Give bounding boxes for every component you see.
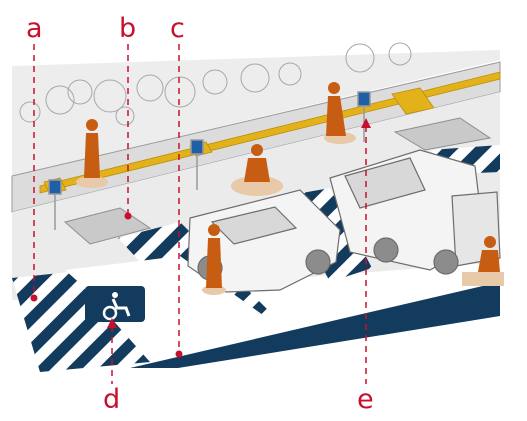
label-a: a [26,13,43,44]
planting-strip [12,42,500,176]
pedestrian-icon [76,82,356,295]
callout-arrowheads [107,118,371,328]
label-b: b [119,13,137,44]
wheelchair-icon [85,286,145,322]
parking-sign-icon [48,91,371,230]
wheelchair-user-icon [231,144,504,286]
label-d: d [103,384,121,415]
accessible-bay [65,256,270,346]
label-c: c [170,13,185,44]
van-icon [329,149,501,275]
curb-edge-band [130,282,500,368]
callout-lines [30,44,367,384]
car-icon [187,189,341,293]
label-e: e [357,384,374,415]
